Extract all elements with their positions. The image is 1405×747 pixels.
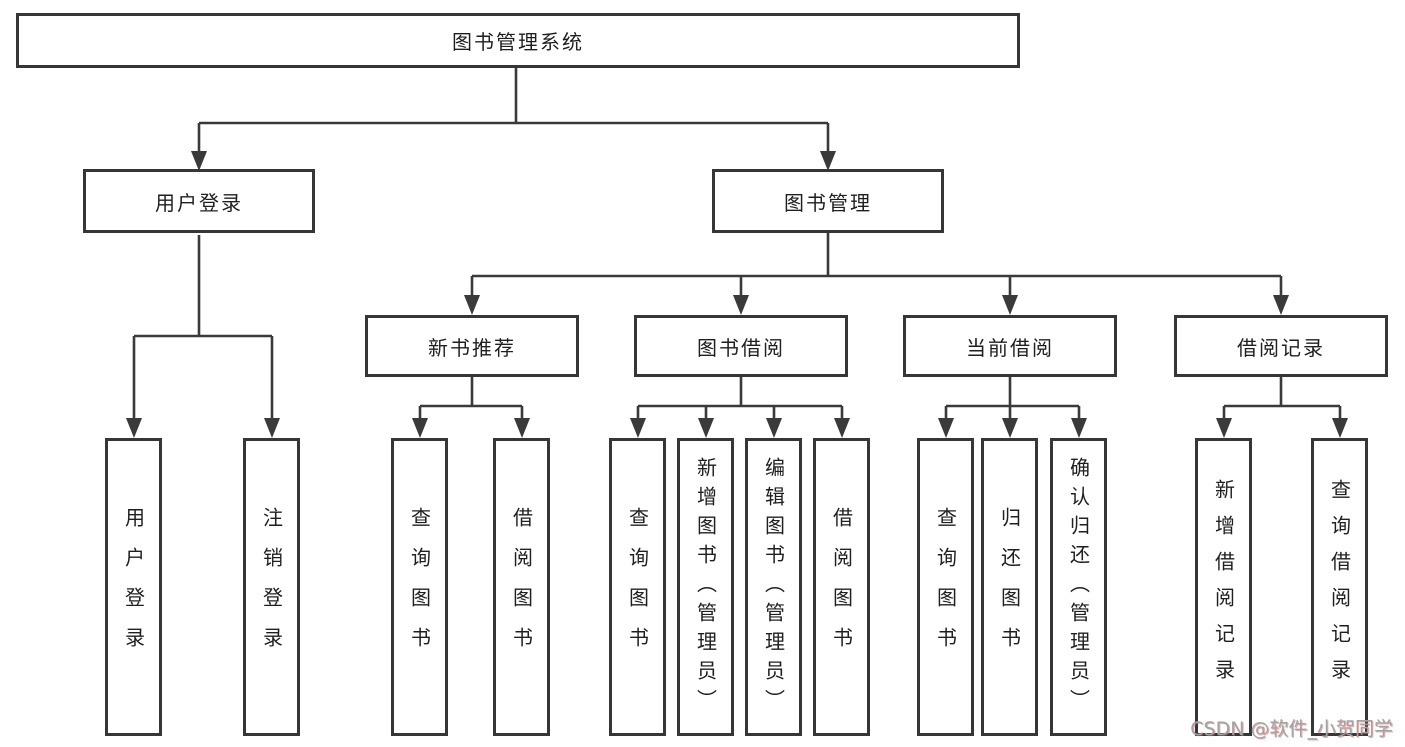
node-label: 新增图书（管理员） (693, 456, 718, 718)
node-label: 编辑图书（管理员） (761, 456, 786, 718)
leaf-borrow-books-recommend: 借阅图书 (493, 438, 550, 736)
node-label: 新增借阅记录 (1211, 479, 1236, 695)
connector-current-borrow (944, 377, 1081, 424)
leaf-query-books-current: 查询图书 (917, 438, 974, 736)
leaf-borrow-books: 借阅图书 (813, 438, 870, 736)
node-label: 当前借阅 (966, 335, 1054, 360)
connector-book-management (470, 233, 1283, 301)
csdn-watermark: CSDN @软件_小贺同学 (1190, 718, 1393, 740)
leaf-return-book: 归还图书 (981, 438, 1038, 736)
node-current-borrow: 当前借阅 (903, 315, 1117, 377)
node-label: 图书借阅 (697, 335, 785, 360)
node-label: 查询图书 (933, 507, 958, 667)
connector-new-book-recommend (418, 377, 524, 424)
leaf-logout: 注销登录 (243, 438, 300, 736)
leaf-edit-book-admin: 编辑图书（管理员） (745, 438, 802, 736)
node-borrow-records: 借阅记录 (1174, 315, 1388, 377)
node-label: 用户登录 (121, 507, 146, 667)
node-label: 用户登录 (155, 190, 243, 215)
connector-book-borrow (636, 377, 844, 424)
leaf-confirm-return-admin: 确认归还（管理员） (1050, 438, 1107, 736)
leaf-query-books-recommend: 查询图书 (391, 438, 448, 736)
leaf-add-borrow-record: 新增借阅记录 (1195, 438, 1252, 736)
node-book-management: 图书管理 (712, 169, 944, 233)
connector-root (197, 68, 830, 157)
leaf-add-book-admin: 新增图书（管理员） (677, 438, 734, 736)
node-label: 新书推荐 (428, 335, 516, 360)
node-user-login: 用户登录 (83, 169, 315, 233)
node-label: 图书管理 (784, 190, 872, 215)
node-label: 注销登录 (259, 507, 284, 667)
node-label: 借阅图书 (829, 507, 854, 667)
node-label: 查询借阅记录 (1327, 479, 1352, 695)
node-label: 确认归还（管理员） (1066, 456, 1091, 718)
node-label: 借阅记录 (1237, 335, 1325, 360)
leaf-user-login: 用户登录 (105, 438, 162, 736)
leaf-query-borrow-record: 查询借阅记录 (1311, 438, 1368, 736)
node-label: 查询图书 (625, 507, 650, 667)
node-label: 借阅图书 (509, 507, 534, 667)
node-book-borrow: 图书借阅 (634, 315, 848, 377)
node-new-book-recommend: 新书推荐 (365, 315, 579, 377)
node-library-management-system: 图书管理系统 (16, 13, 1020, 68)
leaf-query-books-borrow: 查询图书 (609, 438, 666, 736)
node-label: 归还图书 (997, 507, 1022, 667)
connector-borrow-records (1222, 377, 1342, 424)
connector-user-login (132, 235, 274, 424)
node-label: 查询图书 (407, 507, 432, 667)
node-label: 图书管理系统 (452, 30, 584, 54)
